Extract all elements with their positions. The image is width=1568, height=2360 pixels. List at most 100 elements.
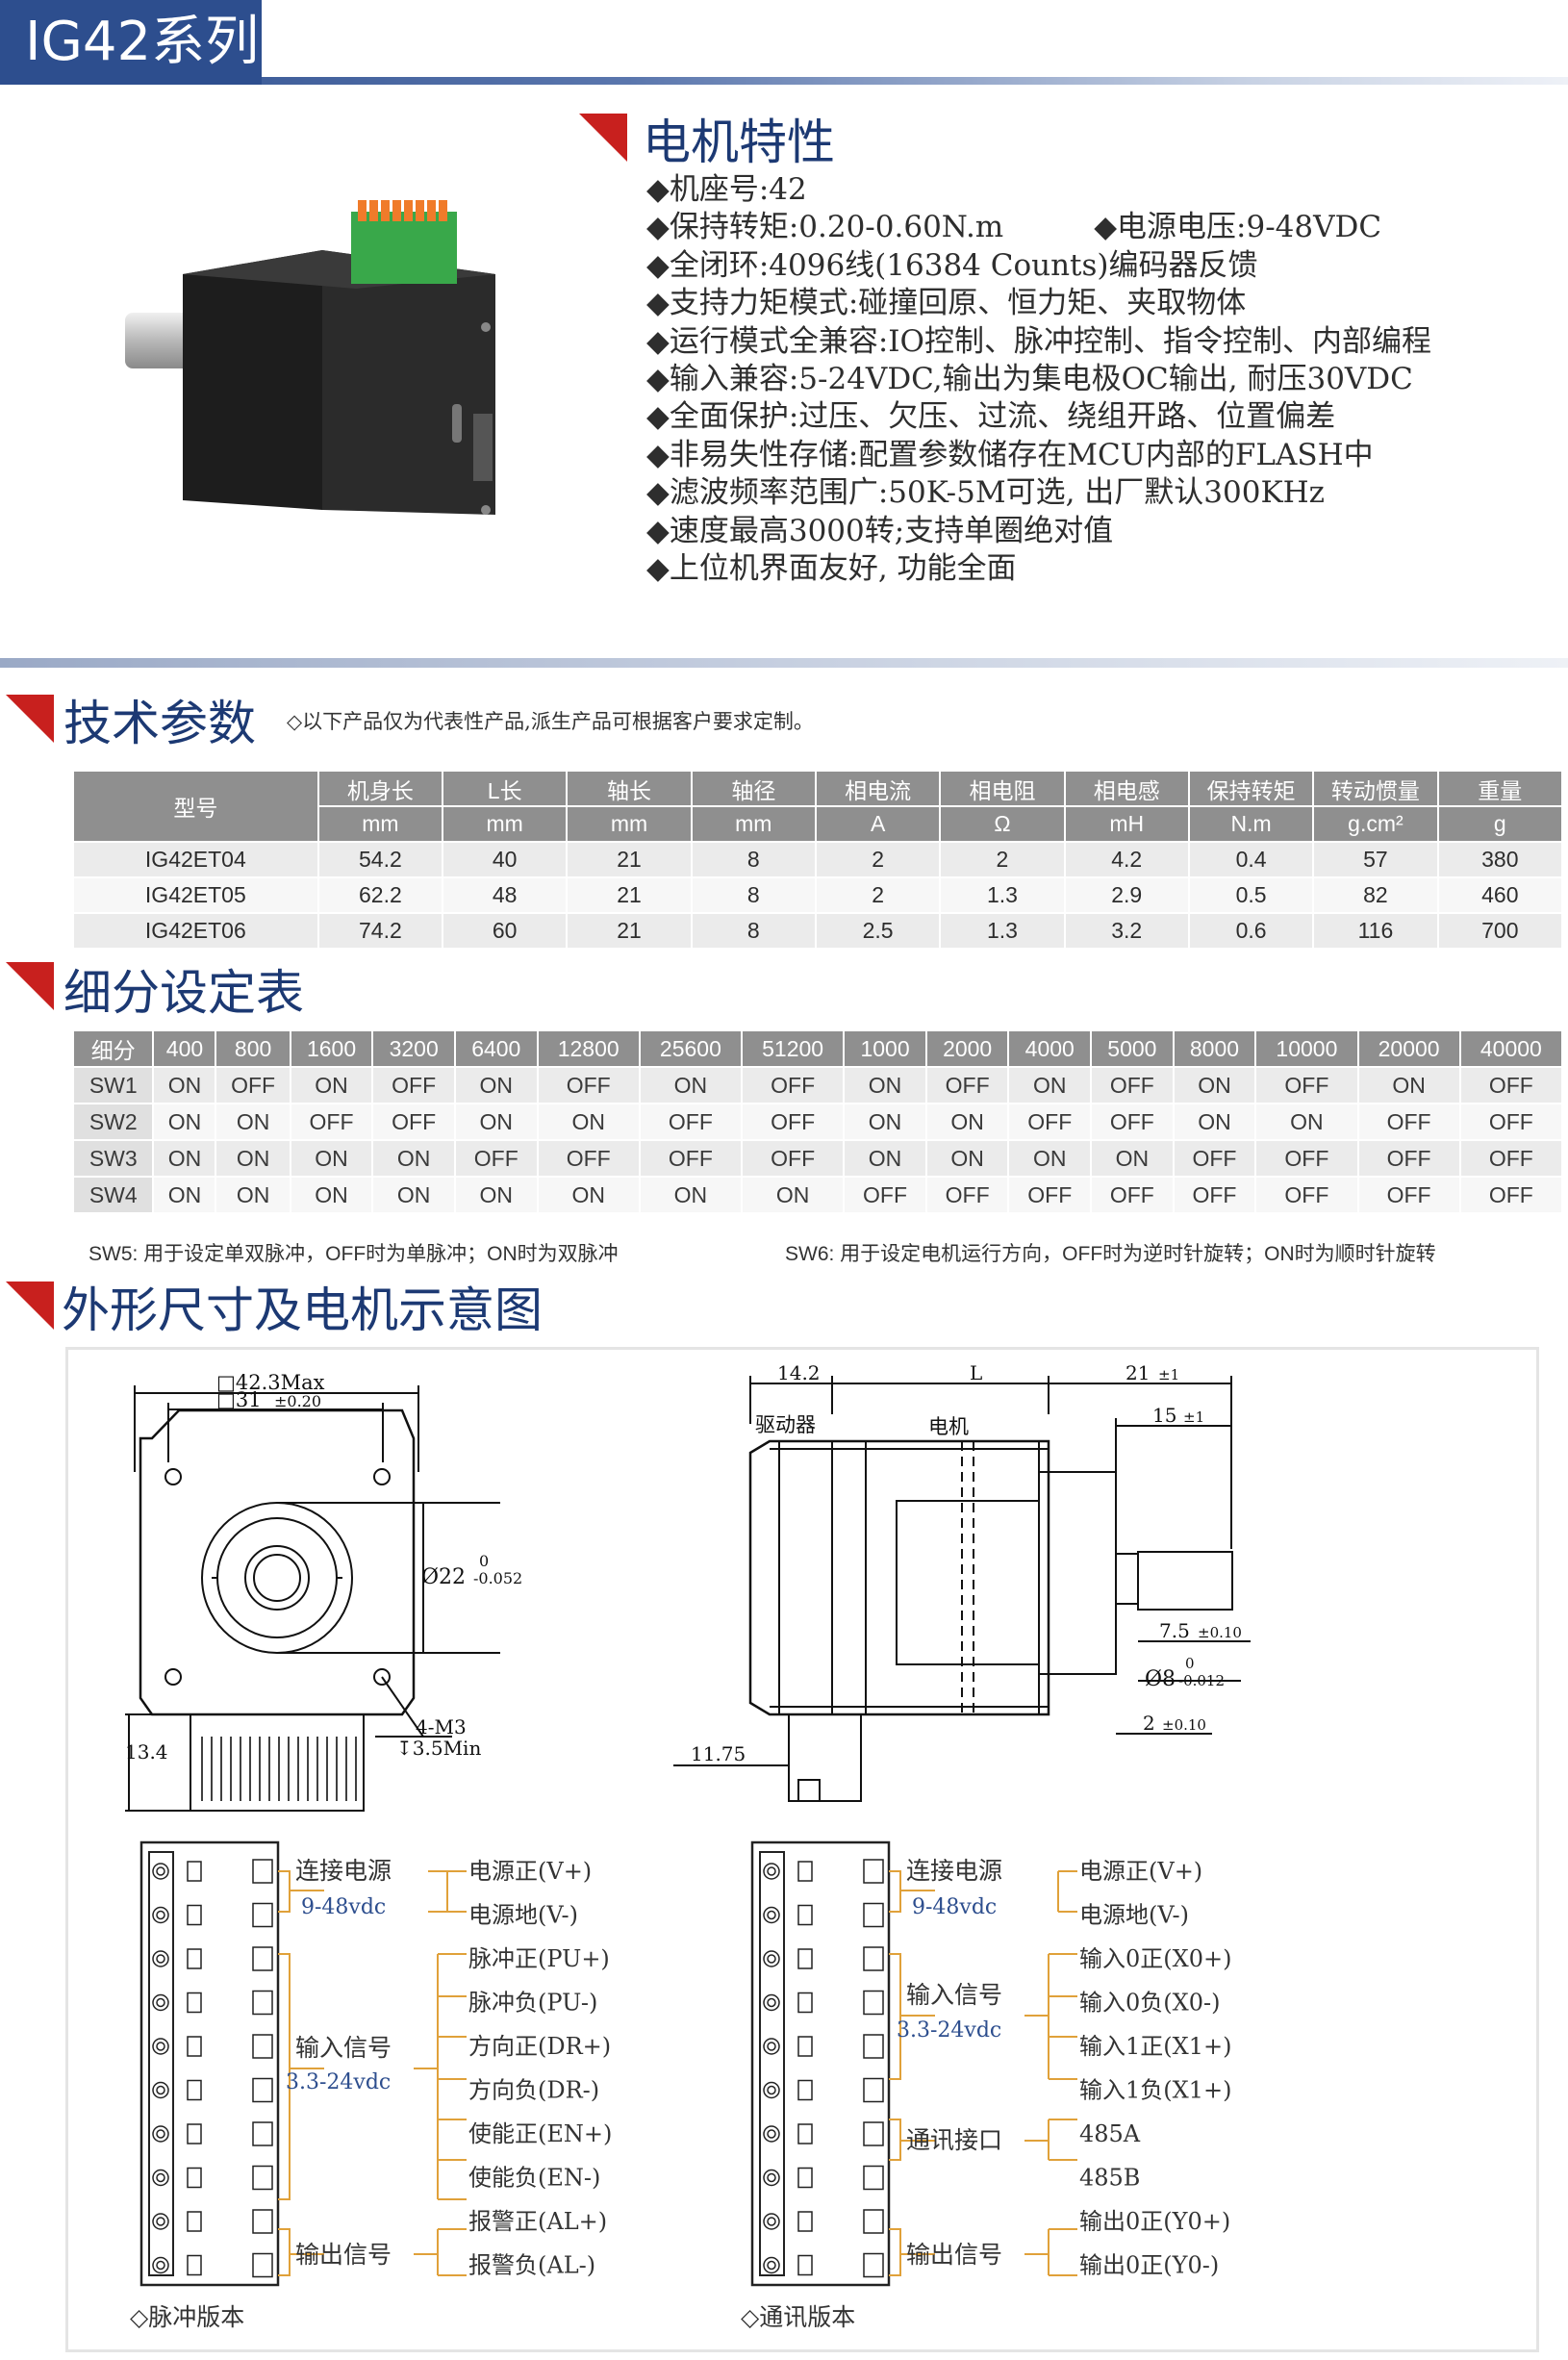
dip-cell: ON [924, 1139, 1010, 1178]
pin-label: 方向正(DR+) [468, 2033, 611, 2060]
pin-label: 电源正(V+) [1079, 1858, 1202, 1885]
dip-cell: ON [215, 1139, 291, 1178]
terminal-pin [152, 1993, 169, 2012]
spec-cell: 700 [1436, 912, 1564, 950]
dip-header-cell: 细分 [71, 1029, 155, 1068]
comm-interface-label: 通讯接口 [906, 2126, 1002, 2154]
spec-header: 保持转矩 [1187, 770, 1315, 807]
pulse-input-voltage: 3.3-24vdc [286, 2070, 391, 2094]
dim-max: □42.3Max [216, 1371, 325, 1394]
tech-section-title: 技术参数 [63, 696, 256, 751]
pin-label: 输入0正(X0+) [1079, 1945, 1231, 1972]
pulse-input-label: 输入信号 [295, 2034, 392, 2062]
feature-item-voltage: ◆电源电压:9-48VDC [1094, 210, 1382, 245]
comm-output-label: 输出信号 [906, 2241, 1002, 2269]
spec-header: 相电流 [814, 770, 942, 807]
terminal-pin [152, 2038, 169, 2055]
dip-cell: OFF [1090, 1066, 1175, 1104]
comm-power-voltage: 9-48vdc [912, 1895, 997, 1919]
dip-cell: ON [638, 1066, 744, 1104]
dip-cell: ON [638, 1176, 744, 1214]
pulse-wiring-diagram: 连接电源 9-48vdc 输入信号 3.3-24vdc 输出信号 电源正(V+)… [130, 1840, 612, 2331]
dim-2-tol: ±0.10 [1162, 1716, 1206, 1734]
dip-header-cell: 6400 [453, 1029, 539, 1068]
pin-label: 脉冲负(PU-) [468, 1990, 597, 2017]
dip-cell: OFF [924, 1066, 1010, 1104]
sw5-note: SW5: 用于设定单双脉冲，OFF时为单脉冲；ON时为双脉冲 [89, 1243, 619, 1265]
pin-label: 输入1正(X1+) [1079, 2033, 1231, 2060]
dip-cell: SW1 [71, 1066, 155, 1104]
dip-header-cell: 8000 [1172, 1029, 1257, 1068]
dip-header-cell: 51200 [741, 1029, 846, 1068]
series-title: IG42系列 [0, 0, 262, 85]
dim-31-tol: ±0.20 [274, 1392, 321, 1410]
spec-header: 相电感 [1063, 770, 1190, 807]
spec-cell: IG42ET06 [72, 912, 319, 950]
dip-cell: ON [536, 1103, 641, 1141]
dip-header-cell: 800 [215, 1029, 291, 1068]
dip-cell: OFF [1458, 1176, 1564, 1214]
pin-label: 485A [1079, 2120, 1141, 2147]
terminal-pin [763, 2213, 780, 2230]
pin-label: 电源正(V+) [468, 1858, 592, 1885]
feature-item: ◆运行模式全兼容:IO控制、脉冲控制、指令控制、内部编程 [646, 323, 1431, 359]
spec-cell: 21 [566, 912, 693, 950]
spec-cell: 48 [442, 876, 569, 914]
dip-cell: SW2 [71, 1103, 155, 1141]
spec-cell: 2.9 [1063, 876, 1190, 914]
dip-header-cell: 2000 [924, 1029, 1010, 1068]
terminal-pin [152, 1950, 169, 1967]
dip-cell: ON [152, 1066, 217, 1104]
label-driver: 驱动器 [755, 1413, 816, 1436]
dip-header-cell: 3200 [371, 1029, 456, 1068]
dip-cell: ON [371, 1139, 456, 1178]
dip-cell: ON [1172, 1103, 1257, 1141]
dip-cell: OFF [1172, 1176, 1257, 1214]
dip-cell: OFF [1458, 1103, 1564, 1141]
pin-label: 报警正(AL+) [468, 2208, 607, 2235]
spec-cell: 4.2 [1063, 841, 1190, 878]
spec-header: 重量 [1436, 770, 1564, 807]
dip-cell: OFF [1007, 1103, 1093, 1141]
dim-dia22-tol-top: 0 [479, 1552, 489, 1570]
spec-header: 转动惯量 [1312, 770, 1439, 807]
dip-cell: OFF [536, 1066, 641, 1104]
dim-dia22: Ø22 [421, 1565, 466, 1589]
spec-unit: N.m [1187, 805, 1315, 843]
sw6-note: SW6: 用于设定电机运行方向，OFF时为逆时针旋转；ON时为顺时针旋转 [785, 1243, 1436, 1265]
comm-input-label: 输入信号 [906, 1981, 1002, 2009]
spec-header: 相电阻 [939, 770, 1066, 807]
feature-item: ◆全面保护:过压、欠压、过流、绕组开路、位置偏差 [646, 399, 1336, 435]
pin-label: 脉冲正(PU+) [468, 1945, 610, 1972]
terminal-pin [152, 1863, 169, 1880]
tech-note: ◇以下产品仅为代表性产品,派生产品可根据客户要求定制。 [287, 710, 814, 733]
dip-cell: OFF [215, 1066, 291, 1104]
dip-cell: OFF [1458, 1139, 1564, 1178]
dip-cell: OFF [741, 1103, 846, 1141]
comm-input-voltage: 3.3-24vdc [897, 2018, 1001, 2043]
spec-cell: 116 [1312, 912, 1439, 950]
dip-cell: ON [1090, 1139, 1175, 1178]
usb-port [452, 404, 462, 443]
dip-cell: SW3 [71, 1139, 155, 1178]
dip-cell: OFF [371, 1066, 456, 1104]
terminal-pin [763, 1863, 780, 1880]
pin-label: 输出0正(Y0+) [1079, 2208, 1230, 2235]
dip-header-cell: 5000 [1090, 1029, 1175, 1068]
spec-cell: 40 [442, 841, 569, 878]
dip-header-cell: 20000 [1356, 1029, 1461, 1068]
spec-cell: 2 [814, 876, 942, 914]
dip-cell: SW4 [71, 1176, 155, 1214]
pin-label: 输入1负(X1+) [1079, 2077, 1231, 2104]
spec-cell: 3.2 [1063, 912, 1190, 950]
label-motor: 电机 [928, 1415, 969, 1438]
dip-cell: OFF [924, 1176, 1010, 1214]
pulse-power-label: 连接电源 [295, 1857, 392, 1885]
dip-cell: ON [215, 1176, 291, 1214]
spec-unit: A [814, 805, 942, 843]
dip-cell: OFF [1090, 1176, 1175, 1214]
